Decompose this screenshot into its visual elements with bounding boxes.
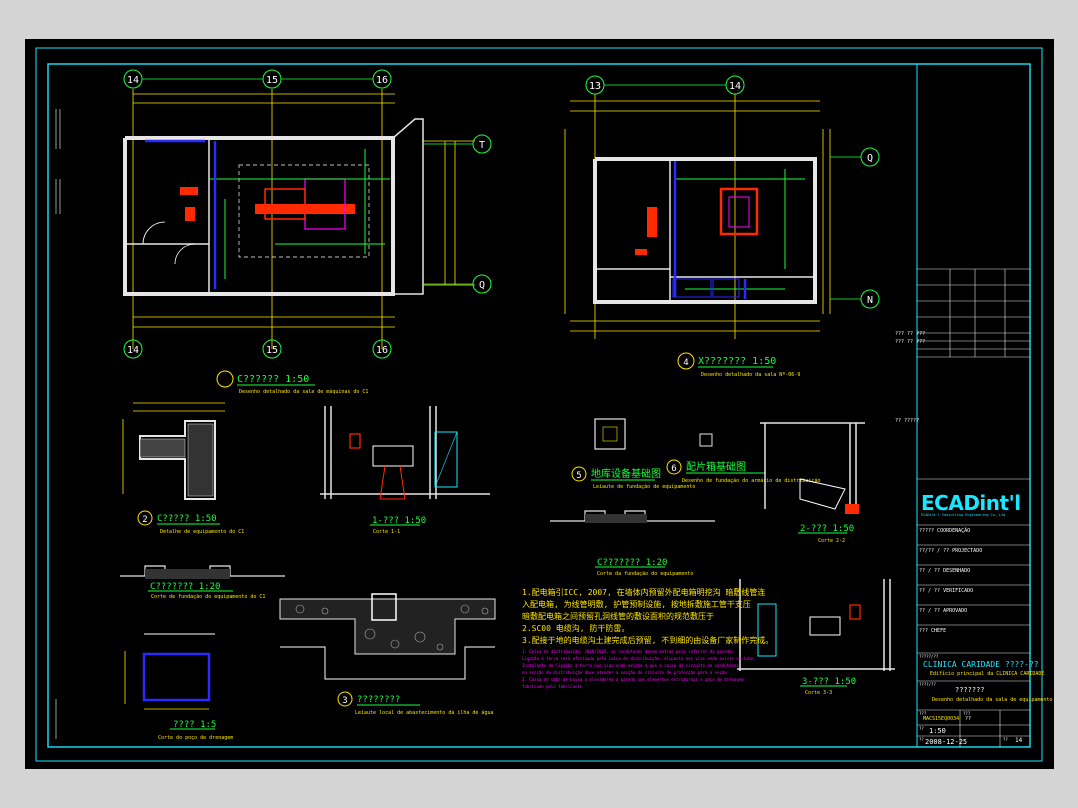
axis-label: 14 [127,75,139,86]
left-margin-notes [55,109,61,739]
note-cn-1: 1.配电箱引ICC, 2007, 在墙体内预留外配电箱明挖沟 暗敷线管连 [522,587,765,597]
view-title: 2-??? 1:50 [800,524,854,534]
title-block [917,268,1030,747]
plan-view-1: 14 15 16 14 15 16 T Q C?????? 1:50 Desen… [123,69,492,395]
equipment-red [180,187,355,221]
drawing-no-label: ??? [919,711,927,716]
axis-label: 15 [266,75,278,86]
role-drawn: ?? / ?? DESENHADO [919,568,971,574]
view-number: 6 [671,464,676,474]
view-title: 1-??? 1:50 [372,516,426,526]
general-notes: 1.配电箱引ICC, 2007, 在墙体内预留外配电箱明挖沟 暗敷线管连 入配电… [522,587,773,689]
note-pt-4: na secção de distribuição deve atender a… [522,670,727,675]
view-title: 地库设备基础图 [591,467,661,480]
axis-label: T [479,140,485,151]
cad-drawing-sheet: 14 15 16 14 15 16 T Q C?????? 1:50 Desen… [25,39,1054,769]
view-subtitle: Corte da fundação do equipamento [597,571,693,577]
role-chief: ??? CHEFE [919,628,947,634]
foundation-section-c1: C??????? 1:20 Corte de fundação do equip… [120,565,285,600]
details-5-6: 5 地库设备基础图 Leiaute de fundação de equipam… [571,418,820,490]
view-subtitle: Corte 3-3 [805,690,832,696]
axis-label: Q [479,280,485,291]
role-projected: ??/?? / ?? PROJECTADO [919,548,983,554]
note-cn-4: 2.SC00 电缆沟, 防干防雷。 [522,623,629,633]
note-cn-2: 入配电箱, 为线管明敷, 护管预制设施, 按地拆敷施工管干支压 [522,599,751,609]
drawing-label: ????/?? [919,682,936,687]
axis-label: 15 [266,345,278,356]
axis-label: 16 [376,345,388,356]
view-number: 4 [683,358,688,368]
trench-detail-3: 3 ???????? Leiaute local de abasteciment… [279,593,496,716]
foundation-section-c2: C??????? 1:20 Corte da fundação do equip… [550,510,715,577]
drawing-canvas: 14 15 16 14 15 16 T Q C?????? 1:50 Desen… [35,47,1043,762]
view-title: ???????? [357,695,400,705]
view-title: C????? 1:50 [157,514,217,524]
view-number: 2 [142,515,147,525]
view-number: 5 [576,471,581,481]
sheet-label: ?? [1003,737,1008,742]
revision-row: ??? ?? ??? [895,331,926,337]
axis-label: 14 [729,81,741,92]
scale: 1:50 [929,727,946,735]
sheet-frame [35,47,1043,762]
view-subtitle: Leiaute local de abastecimento da ilha d… [355,709,493,716]
plan-view-4: 13 14 Q N 4 X??????? 1:50 Desenho detalh… [564,75,880,378]
view-subtitle: Corte 2-2 [818,538,845,544]
axis-label: 14 [127,345,139,356]
view-subtitle: Leiaute de fundação de equipamento [593,484,695,490]
note-pt-3: Instalação de ligação à terra nas vias o… [522,663,739,668]
revision-row: ??? ?? ??? [895,339,926,345]
view-subtitle: Desenho detalhado da sala Nº-06-9 [701,372,800,378]
note-pt-6: fabricado pelo fabricante [522,684,583,689]
note-pt-5: 2. Caixa de cabo de baixa a elevadores a… [522,677,744,682]
project-name: CLINICA CARIDADE ????-?? [923,660,1039,669]
note-cn-5: 3.配接于地的电缆沟土建完成后预留, 不到细的由设备厂家制作完成。 [522,635,773,645]
company-subtitle: ECADint'l Consulting Engineering Co.,Ltd [921,513,1006,517]
drawing-title: ??????? [955,686,985,694]
note-cn-3: 暗敷配电箱之间预留孔洞线管的敷设面积的规范敷压于 [522,611,714,621]
version: ?? [965,716,972,722]
view-subtitle: Corte 1-1 [373,529,400,535]
note-pt-2: Ligação à terra será efectuada pela caix… [522,656,756,661]
view-subtitle: Corte de fundação do equipamento do C1 [151,594,265,600]
drawing-title-pt: Desenho detalhado da sala de equipamento [932,697,1053,703]
axis-label: 13 [589,81,601,92]
view-subtitle: Desenho detalhado da sala de máquinas do… [239,388,368,395]
axis-label: 16 [376,75,388,86]
view-subtitle: Detalhe de equipamento do C1 [160,529,244,535]
version-label: ??? [963,711,971,716]
date: 2008-12-25 [925,738,968,746]
axis-label: Q [867,153,873,164]
role-approved: ?? / ?? APROVADO [919,608,968,614]
section-3-3: 3-??? 1:50 Corte 3-3 [737,579,895,696]
axis-label: N [867,295,873,306]
view-title: 配片箱基础图 [686,460,746,473]
project-label: ?????/?? [919,654,939,659]
project-name-pt: Edifício principal da CLINICA CARIDADE [930,671,1045,677]
sheet-number: 14 [1015,737,1023,744]
note-pt-1: 1. Caixa de distribuição, 2006/2019, os … [522,649,734,654]
view-number: 3 [342,696,347,706]
detail-view-2: 2 C????? 1:50 Detalhe de equipamento do … [122,402,244,535]
view-title: 3-??? 1:50 [802,677,856,687]
view-subtitle: Corte do poço de drenagem [158,735,233,741]
role-coordination: ????? COORDENAÇÃO [919,528,971,534]
section-2-2: 2-??? 1:50 Corte 2-2 [760,422,865,544]
view-title: ???? 1:5 [173,720,216,730]
drawing-no: MACS15EQ0034 [923,716,960,722]
view-title: C??????? 1:20 [597,558,667,568]
company-logo: ECADint'l [921,491,1021,515]
section-1-1: 1-??? 1:50 Corte 1-1 [320,406,490,535]
view-title: C??????? 1:20 [150,582,220,592]
view-subtitle: Desenho de fundação do armário de distri… [682,477,820,484]
view-title: X??????? 1:50 [698,356,776,367]
date-label: ?? [919,737,924,742]
role-verified: ?? / ?? VERIFICADO [919,588,974,594]
view-title: C?????? 1:50 [237,374,309,385]
scale-label: ?? [919,726,924,731]
designer-label: ?? ????? [895,418,920,424]
drainage-pit-detail: ???? 1:5 Corte do poço de drenagem [124,633,233,741]
